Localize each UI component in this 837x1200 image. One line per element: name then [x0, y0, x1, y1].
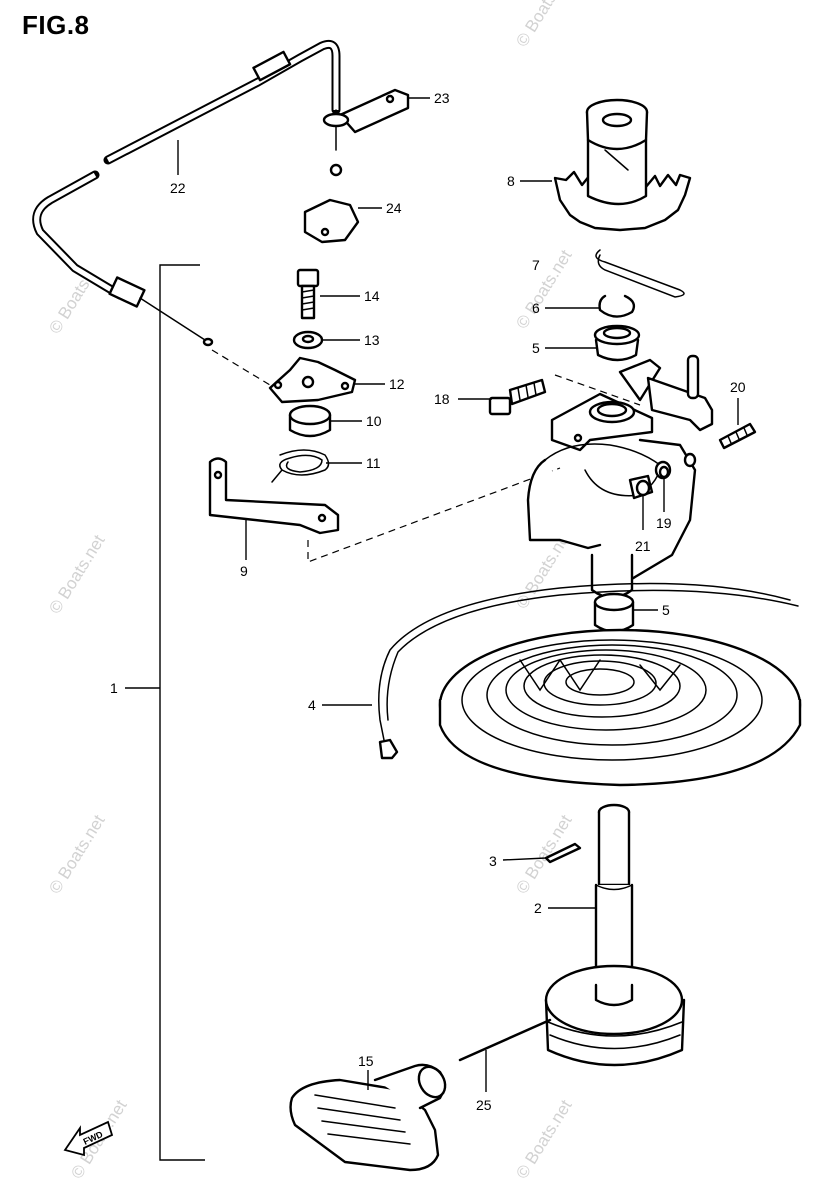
callout-number: 13	[364, 332, 380, 348]
watermark-text: © Boats.net	[512, 246, 575, 332]
callout-9: 9	[240, 520, 248, 579]
part-3-key	[544, 842, 582, 864]
part-19-washer	[658, 465, 670, 479]
callout-7: 7	[532, 257, 540, 273]
callout-19: 19	[656, 478, 672, 531]
callout-21: 21	[635, 495, 651, 554]
part-8-gear	[553, 98, 692, 232]
callout-number: 25	[476, 1097, 492, 1113]
part-14-bolt	[296, 268, 320, 320]
part-21-washer	[635, 479, 651, 497]
callout-25: 25	[476, 1050, 492, 1113]
callout-number: 9	[240, 563, 248, 579]
part-12-lever	[268, 356, 357, 404]
callout-14: 14	[320, 288, 380, 304]
callout-4: 4	[308, 697, 372, 713]
callout-number: 24	[386, 200, 402, 216]
watermark-text: © Boats.net	[45, 531, 108, 617]
callout-number: 1	[110, 680, 118, 696]
callout-8: 8	[507, 173, 552, 189]
callout-5b: 5	[634, 602, 670, 618]
watermark-text: © Boats.net	[512, 1096, 575, 1182]
callout-number: 7	[532, 257, 540, 273]
part-24-clamp	[303, 198, 360, 244]
callout-number: 3	[489, 853, 497, 869]
callout-number: 5	[662, 602, 670, 618]
part-5-lower-bushing	[593, 592, 635, 633]
starter-housing	[526, 354, 714, 599]
part-22-cable	[32, 39, 343, 347]
callout-number: 15	[358, 1053, 374, 1069]
callout-number: 11	[366, 455, 381, 471]
callout-23: 23	[408, 90, 450, 106]
callout-number: 22	[170, 180, 186, 196]
callout-number: 4	[308, 697, 316, 713]
callout-6: 6	[532, 300, 600, 316]
callout-number: 2	[534, 900, 542, 916]
callout-1: 1	[110, 680, 160, 696]
callout-20: 20	[730, 379, 746, 425]
callout-5a: 5	[532, 340, 596, 356]
part-9-plate	[208, 457, 340, 535]
callout-number: 19	[656, 515, 672, 531]
callout-number: 14	[364, 288, 380, 304]
callout-2: 2	[534, 900, 596, 916]
callout-12: 12	[355, 376, 405, 392]
watermarks: © Boats.net © Boats.net © Boats.net © Bo…	[45, 0, 575, 1182]
guide-lines	[211, 349, 641, 563]
part-10-collar	[288, 404, 332, 438]
callout-number: 10	[366, 413, 382, 429]
watermark-text: © Boats.net	[512, 0, 575, 50]
callout-number: 12	[389, 376, 405, 392]
part-20-screw	[718, 422, 757, 450]
callout-24: 24	[358, 200, 402, 216]
part-23-bracket	[322, 88, 410, 134]
callout-10: 10	[330, 413, 382, 429]
callout-3: 3	[489, 853, 547, 869]
callout-11: 11	[326, 455, 381, 471]
part-11-spring	[271, 449, 330, 483]
callout-number: 6	[532, 300, 540, 316]
part-25-rope	[458, 1018, 552, 1062]
part-6-circlip	[598, 294, 636, 318]
part-5-bushing	[593, 324, 641, 362]
part-7-clip	[595, 249, 685, 298]
part-18-bolt	[488, 378, 547, 416]
callout-number: 21	[635, 538, 651, 554]
callout-number: 8	[507, 173, 515, 189]
assembly-bracket	[159, 264, 205, 1161]
callout-number: 5	[532, 340, 540, 356]
part-2-pulley	[544, 964, 686, 1067]
watermark-text: © Boats.net	[45, 811, 108, 897]
part-4-spring	[378, 582, 802, 787]
callout-number: 23	[434, 90, 450, 106]
part-15-handle	[289, 1063, 447, 1172]
callout-18: 18	[434, 391, 492, 407]
callout-15: 15	[358, 1053, 374, 1090]
callout-22: 22	[170, 140, 186, 196]
callout-number: 18	[434, 391, 450, 407]
part-13-washer	[292, 330, 324, 350]
callouts: 23 22 24 8 7 14 6 13 5	[110, 90, 746, 1113]
figure-title: FIG.8	[22, 10, 90, 40]
callout-number: 20	[730, 379, 746, 395]
callout-13: 13	[322, 332, 380, 348]
